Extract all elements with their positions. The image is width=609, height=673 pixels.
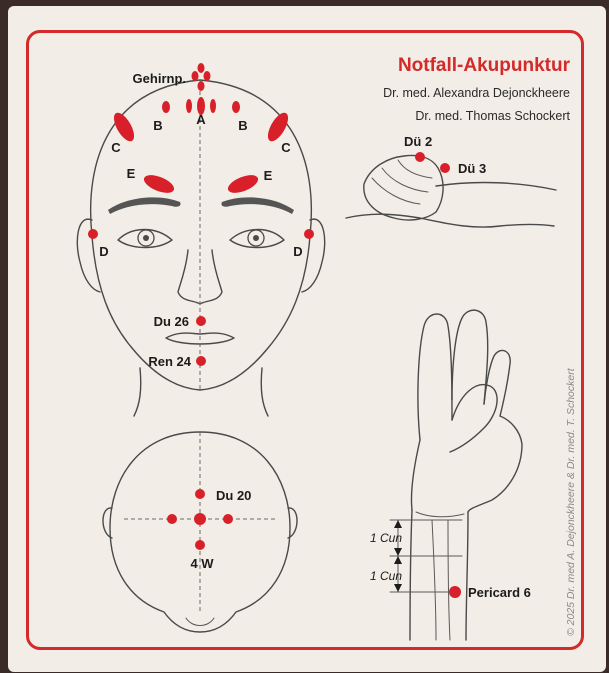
forearm-left xyxy=(410,510,412,640)
finger-view: Dü 2 Dü 3 xyxy=(346,134,556,227)
label-e-right: E xyxy=(264,168,273,183)
right-ear xyxy=(302,219,325,292)
label-du26: Du 26 xyxy=(154,314,189,329)
title: Notfall-Akupunktur xyxy=(398,55,571,76)
label-du20: Du 20 xyxy=(216,488,251,503)
forearm-right xyxy=(466,512,468,640)
point-left xyxy=(167,514,177,524)
left-ear xyxy=(77,219,100,292)
author-2: Dr. med. Thomas Schockert xyxy=(415,109,570,123)
point-pericard6 xyxy=(449,586,461,598)
point-du3 xyxy=(440,163,450,173)
tendon-2 xyxy=(448,520,450,640)
label-c-right: C xyxy=(281,140,291,155)
label-e-left: E xyxy=(127,166,136,181)
copyright: © 2025 Dr. med A. Dejonckheere & Dr. med… xyxy=(565,367,577,636)
label-pericard6: Pericard 6 xyxy=(468,585,531,600)
point-du26 xyxy=(196,316,206,326)
label-d-right: D xyxy=(293,244,302,259)
point-e-left xyxy=(142,172,177,197)
label-d-left: D xyxy=(99,244,108,259)
nose-tip-top xyxy=(186,618,214,626)
gehirnp-point xyxy=(192,71,199,81)
point-top xyxy=(195,489,205,499)
thumb-and-palm xyxy=(468,416,522,512)
left-pupil xyxy=(143,235,149,241)
finger-fold-1 xyxy=(372,178,420,204)
label-ren24: Ren 24 xyxy=(148,354,191,369)
point-bottom xyxy=(195,540,205,550)
arm-view: 1 Cun 1 Cun Pericard 6 xyxy=(370,310,531,640)
point-b-right xyxy=(232,101,240,113)
right-eyebrow xyxy=(221,197,294,214)
label-cun-2: 1 Cun xyxy=(370,569,402,583)
point-du20 xyxy=(194,513,206,525)
label-du2: Dü 2 xyxy=(404,134,432,149)
point-right xyxy=(223,514,233,524)
arrow-up-icon xyxy=(394,520,402,528)
point-a-side xyxy=(186,99,192,113)
label-du3: Dü 3 xyxy=(458,161,486,176)
neck-left xyxy=(134,368,141,416)
right-pupil xyxy=(253,235,259,241)
arrow-down-icon xyxy=(394,584,402,592)
point-ren24 xyxy=(196,356,206,366)
head-top-view: Du 20 4 W xyxy=(103,432,297,632)
tendon-1 xyxy=(432,520,436,640)
index-finger xyxy=(418,314,452,440)
label-c-left: C xyxy=(111,140,121,155)
label-b-left: B xyxy=(153,118,162,133)
fist-outline xyxy=(364,156,443,221)
gehirnp-point xyxy=(204,71,211,81)
finger-fold-2 xyxy=(382,168,428,192)
arrow-down-icon xyxy=(394,548,402,556)
curled-finger xyxy=(450,385,497,452)
label-gehirnp: Gehirnp. xyxy=(133,71,186,86)
label-b-right: B xyxy=(238,118,247,133)
arrow-up-icon xyxy=(394,556,402,564)
label-cun-1: 1 Cun xyxy=(370,531,402,545)
wrist-crease xyxy=(416,512,464,517)
author-1: Dr. med. Alexandra Dejonckheere xyxy=(383,86,570,100)
point-d-left xyxy=(88,229,98,239)
label-4w: 4 W xyxy=(190,556,214,571)
gehirnp-point xyxy=(198,63,205,73)
label-a: A xyxy=(196,112,206,127)
finger-fold-3 xyxy=(398,160,432,178)
point-du2 xyxy=(415,152,425,162)
face-front-view: Gehirnp. A B B C C E E D D Du 26 Ren 24 xyxy=(77,63,324,416)
palm-left xyxy=(411,440,420,510)
left-eyebrow xyxy=(108,197,181,214)
point-e-right xyxy=(226,172,261,197)
wrist-line xyxy=(436,183,556,190)
point-b-left xyxy=(162,101,170,113)
point-d-right xyxy=(304,229,314,239)
point-a-side xyxy=(210,99,216,113)
hand-outline xyxy=(346,214,554,227)
gehirnp-point xyxy=(198,81,205,91)
neck-right xyxy=(261,368,268,416)
